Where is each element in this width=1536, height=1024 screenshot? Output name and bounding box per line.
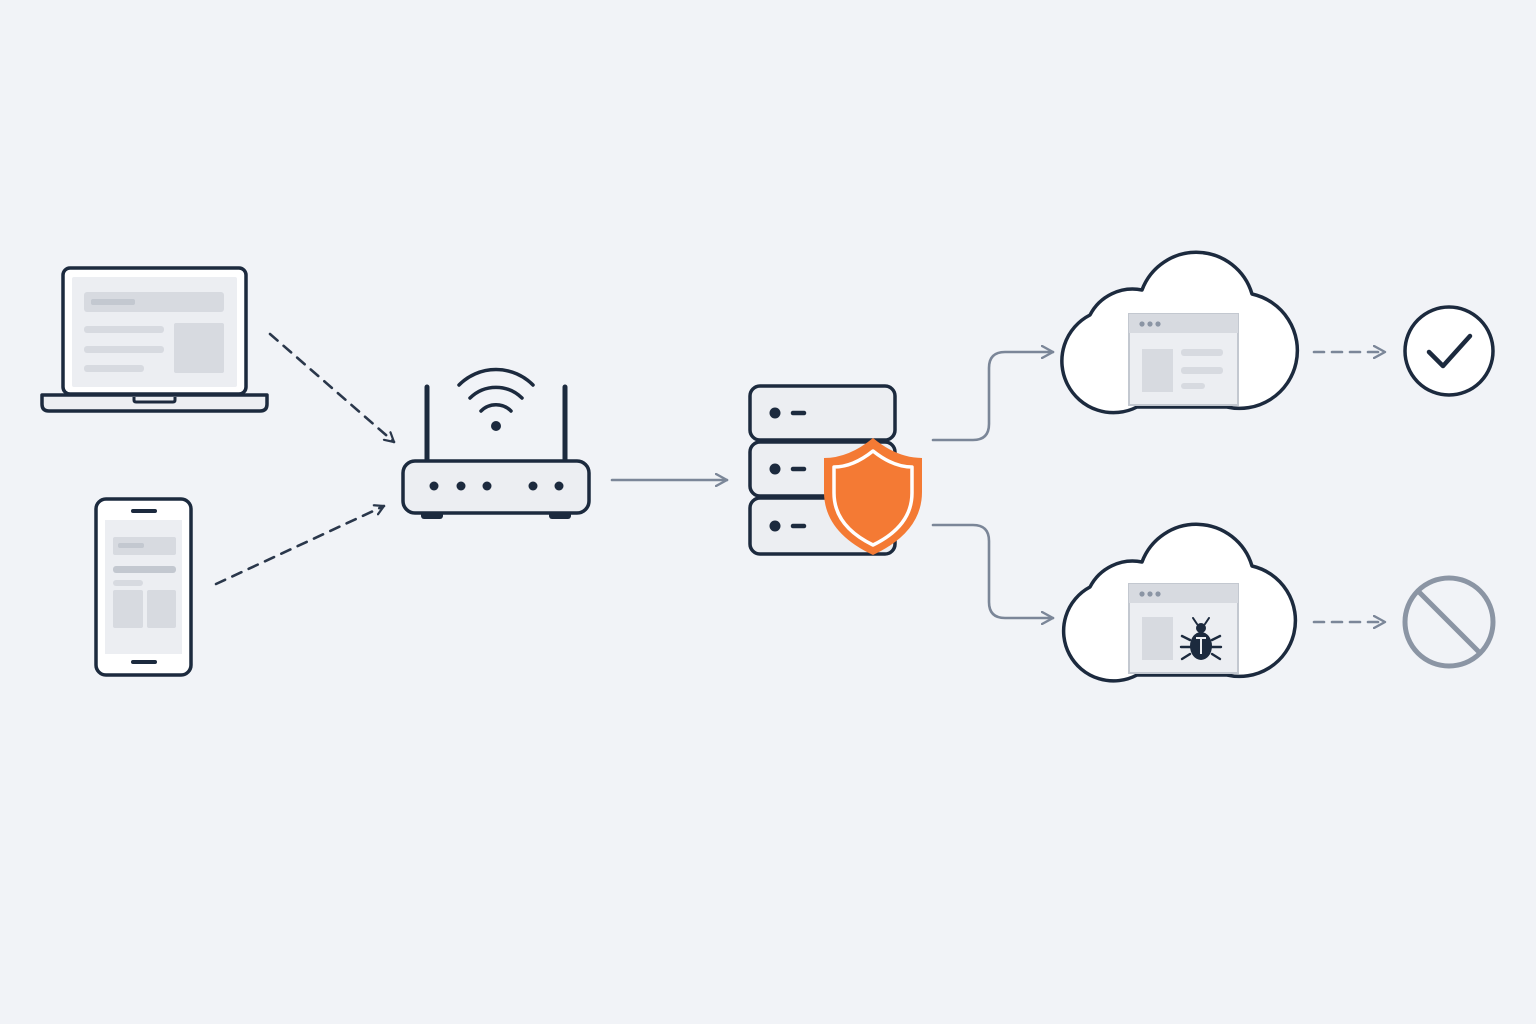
blocked-icon: [1402, 575, 1496, 669]
shield-icon: [824, 438, 922, 555]
wifi-signal-icon: [457, 367, 535, 431]
cloud-webpage-bug-icon: [1061, 522, 1298, 683]
phone-to-router-connector: [214, 506, 386, 586]
laptop-icon: [40, 266, 269, 413]
check-circle-icon: [1403, 305, 1495, 397]
smartphone-icon: [94, 497, 193, 677]
cloud-webpage-icon: [1060, 250, 1300, 415]
bug-icon: [1179, 617, 1223, 661]
server-to-safe-cloud-connector: [931, 352, 1055, 442]
wifi-router-icon: [401, 384, 591, 519]
laptop-to-router-connector: [268, 332, 396, 444]
server-to-malicious-cloud-connector: [931, 523, 1055, 618]
